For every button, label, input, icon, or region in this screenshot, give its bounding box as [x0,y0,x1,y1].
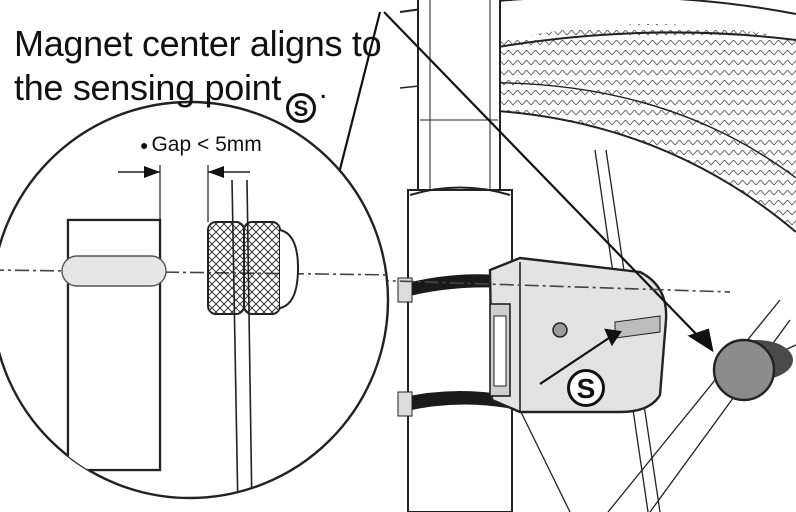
gap-label-text: Gap < 5mm [151,133,262,156]
caption-line-2: the sensing point [14,67,282,108]
sensor-sensing-point-symbol: S [567,369,605,407]
instruction-caption: Magnet center aligns to the sensing poin… [14,22,382,110]
bullet-dot: ● [140,137,149,154]
magnet [712,338,793,402]
detail-magnifier [0,100,390,500]
gap-label: ●Gap < 5mm [140,133,262,157]
frame-tube [407,0,513,512]
caption-period: . [319,72,328,105]
caption-line-1: Magnet center aligns to [14,23,382,64]
magnet-center-line [0,267,731,293]
sensor [488,256,668,414]
sensing-point-symbol: S [286,93,316,123]
